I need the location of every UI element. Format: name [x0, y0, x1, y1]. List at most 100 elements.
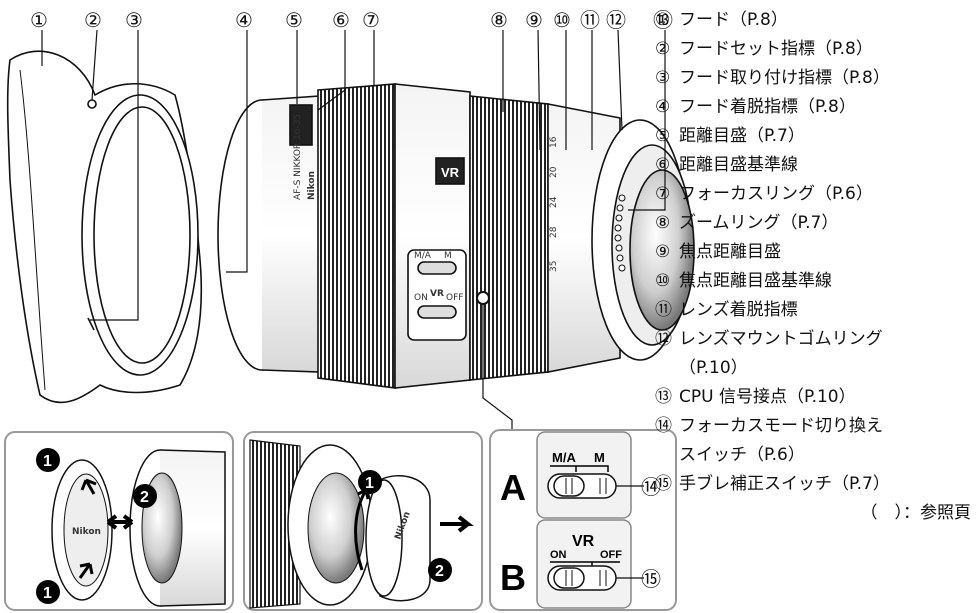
- legend-item: ② フードセット指標（P.8）: [655, 35, 975, 64]
- step-markers-panel1: 1 2 1: [36, 448, 157, 604]
- legend-num: ③: [655, 68, 671, 88]
- zoom-scale-mark: 28: [549, 226, 559, 238]
- legend-item: ⑥ 距離目盛基準線: [655, 151, 975, 180]
- callout-13: ⑬: [653, 8, 673, 32]
- legend-item: ⑨ 焦点距離目盛: [655, 238, 975, 267]
- cap-brand-text: Nikon: [72, 527, 101, 537]
- legend-num: ⑭: [655, 416, 672, 436]
- legend-num: ⑦: [655, 184, 671, 204]
- focus-mode-ma-label: M/A: [552, 450, 576, 465]
- step-1-marker: 1: [43, 585, 52, 602]
- barrel-switch-on: ON: [414, 293, 428, 303]
- legend-item: ⑭ フォーカスモード切り換え: [655, 412, 975, 441]
- legend-continuation: スイッチ（P.6）: [679, 445, 805, 465]
- legend-num: ⑪: [655, 300, 672, 320]
- barrel-switch-vr: VR: [430, 289, 444, 299]
- vr-on-label: ON: [550, 549, 567, 561]
- callout-14: ⑭: [641, 475, 661, 499]
- lens-hood: [6, 50, 203, 404]
- legend-text: ズームリング（P.7）: [679, 213, 839, 233]
- legend-text: 距離目盛（P.7）: [679, 126, 805, 146]
- callout-5: ⑤: [285, 8, 303, 32]
- callout-numbers: ① ② ③ ④ ⑤ ⑥ ⑦ ⑧ ⑨ ⑩ ⑪ ⑫ ⑬: [30, 8, 673, 32]
- vr-switch-title: VR: [572, 533, 595, 550]
- zoom-scale: 16 20 24 28 35: [549, 136, 559, 272]
- legend-num: ⑥: [655, 155, 671, 175]
- vr-switch-knob[interactable]: [553, 567, 585, 589]
- legend-text: フード着脱指標（P.8）: [679, 97, 856, 117]
- legend-text: フード（P.8）: [679, 10, 788, 30]
- callout-15: ⑮: [641, 567, 661, 591]
- step-markers-panel2: 1 2: [358, 470, 452, 582]
- callout-1: ①: [30, 8, 48, 32]
- legend-text: フードセット指標（P.8）: [679, 39, 873, 59]
- legend-num: ⑬: [655, 387, 672, 407]
- callout-6: ⑥: [332, 8, 350, 32]
- legend-text: フード取り付け指標（P.8）: [679, 68, 890, 88]
- legend-text: レンズ着脱指標: [679, 300, 798, 320]
- legend-text: フォーカスリング（P.6）: [679, 184, 873, 204]
- vr-badge-text: VR: [441, 165, 460, 180]
- barrel-switch-off: OFF: [446, 293, 463, 303]
- step-2-marker: 2: [140, 489, 149, 506]
- legend-item: ④ フード着脱指標（P.8）: [655, 93, 975, 122]
- legend-num: ⑮: [655, 474, 672, 494]
- step-1-marker: 1: [43, 453, 52, 470]
- callout-9: ⑨: [525, 8, 543, 32]
- legend-text: 焦点距離目盛基準線: [679, 271, 832, 291]
- lens-body: [217, 83, 695, 389]
- legend-item: ③ フード取り付け指標（P.8）: [655, 64, 975, 93]
- focus-mode-m-label: M: [594, 450, 605, 465]
- legend-num: ⑧: [655, 213, 671, 233]
- lens-model-text: AF-S NIKKOR 16-35: [293, 114, 303, 200]
- callout-11: ⑪: [580, 8, 600, 32]
- callout-3: ③: [125, 8, 143, 32]
- barrel-switch-m: M: [444, 251, 452, 261]
- legend-item: ⑬ CPU 信号接点（P.10）: [655, 383, 975, 412]
- legend-text: レンズマウントゴムリング: [679, 329, 883, 349]
- zoom-scale-mark: 16: [549, 136, 559, 148]
- legend-num: ⑨: [655, 242, 671, 262]
- legend-item: ⑩ 焦点距離目盛基準線: [655, 267, 975, 296]
- switch-label-a: A: [500, 467, 526, 508]
- callout-8: ⑧: [490, 8, 508, 32]
- callout-2: ②: [84, 8, 102, 32]
- legend-item: ① フード（P.8）: [655, 6, 975, 35]
- legend-text: フォーカスモード切り換え: [679, 416, 883, 436]
- legend-text: 手ブレ補正スイッチ（P.7）: [679, 474, 890, 494]
- barrel-switch-ma: M/A: [414, 251, 432, 261]
- zoom-scale-mark: 20: [549, 166, 559, 178]
- legend-num: ④: [655, 97, 671, 117]
- focus-mode-switch-knob[interactable]: [553, 475, 585, 497]
- legend-num: ②: [655, 39, 671, 59]
- panel-switches: A B M/A M ⑭ VR ON OFF ⑮: [489, 429, 677, 611]
- callout-7: ⑦: [362, 8, 380, 32]
- callout-12: ⑫: [606, 8, 626, 32]
- zoom-scale-mark: 35: [549, 261, 559, 272]
- callout-10: ⑩: [553, 8, 571, 32]
- vr-off-label: OFF: [600, 549, 622, 561]
- legend-text: 焦点距離目盛: [679, 242, 781, 262]
- zoom-scale-mark: 24: [549, 196, 559, 208]
- lens-brand-text: Nikon: [307, 171, 317, 200]
- legend-text: 距離目盛基準線: [679, 155, 798, 175]
- legend-num: ①: [655, 10, 671, 30]
- reference-page-note: （ ）：参照頁: [860, 503, 972, 523]
- step-1-marker: 1: [365, 475, 374, 492]
- legend-num: ⑫: [655, 329, 672, 349]
- legend-item: ⑪ レンズ着脱指標: [655, 296, 975, 325]
- panel-rear-cap: Nikon: [243, 431, 483, 611]
- parts-legend: ① フード（P.8） ② フードセット指標（P.8） ③ フード取り付け指標（P.8）…: [655, 6, 975, 528]
- legend-item: ⑦ フォーカスリング（P.6）: [655, 180, 975, 209]
- callout-4: ④: [235, 8, 253, 32]
- panel-front-cap: Nikon: [4, 431, 234, 611]
- leader-lines: [41, 29, 666, 430]
- legend-continuation: （P.10）: [679, 358, 748, 378]
- legend-num: ⑩: [655, 271, 671, 291]
- step-2-marker: 2: [435, 563, 444, 580]
- legend-text: CPU 信号接点（P.10）: [679, 387, 856, 407]
- legend-item: ⑫ レンズマウントゴムリング: [655, 325, 975, 354]
- legend-item: ⑧ ズームリング（P.7）: [655, 209, 975, 238]
